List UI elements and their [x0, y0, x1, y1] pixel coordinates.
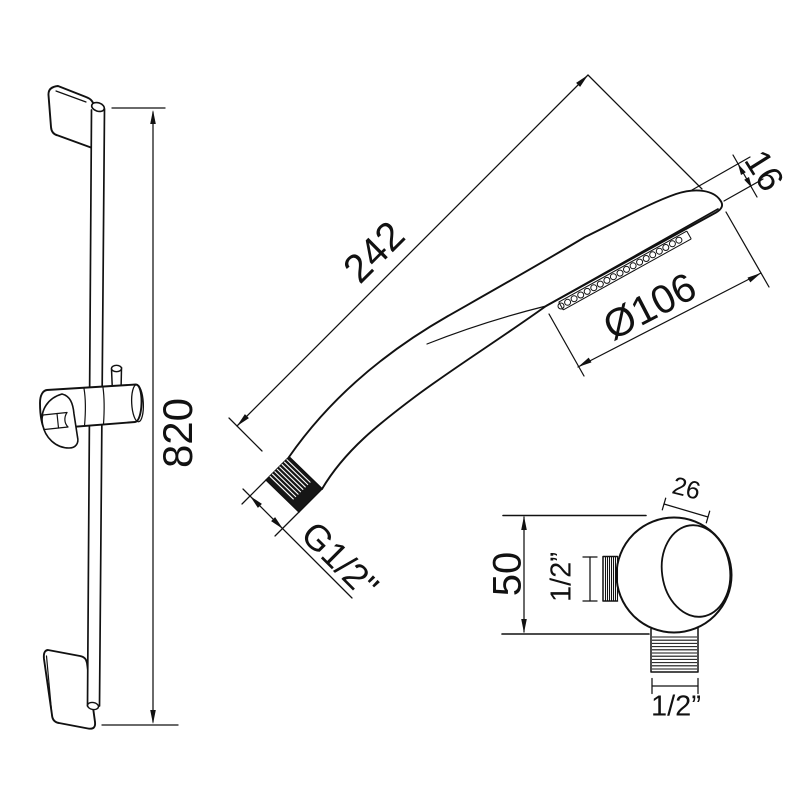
shower-length-label: 242: [335, 213, 413, 291]
rail-height-dimension: 820: [101, 107, 201, 726]
thread-label: G1/2": [294, 513, 387, 606]
hand-shower-face-line: [545, 208, 719, 307]
nozzle-dots: [557, 236, 683, 310]
elbow-height-label: 50: [486, 552, 530, 597]
slider-cup-slot-mouth: [41, 414, 46, 431]
elbow-height-dimension: 50: [486, 514, 650, 635]
elbow-bottom-thread-stub: [650, 627, 699, 673]
head-thickness-label: 16: [737, 143, 793, 199]
slider-cup-slot-back: [64, 411, 69, 428]
elbow-depth-label: 26: [669, 472, 703, 506]
thread-dimension: G1/2": [241, 479, 387, 606]
elbow-body: [615, 516, 733, 634]
rail-top-bracket-edge: [55, 90, 87, 103]
elbow-depth-dimension: 26: [661, 472, 711, 524]
elbow-side-thread-label: 1/2”: [546, 552, 578, 602]
elbow-side-thread-stub: [602, 555, 619, 602]
rail-height-label: 820: [154, 398, 201, 468]
slider-pin-cap: [110, 364, 123, 373]
slider-holder-cup: [41, 393, 79, 449]
hand-shower-body: [288, 189, 724, 490]
hand-shower-figure: 242 16 Ø106 G1/2": [228, 74, 793, 606]
shower-rail-figure: 820: [39, 85, 201, 730]
elbow-bottom-thread-label: 1/2”: [651, 691, 701, 723]
rail-bottom-bracket: [42, 649, 97, 730]
hand-shower-crease: [426, 305, 547, 345]
slider-cup-slot-top: [42, 411, 68, 416]
elbow-side-thread-dimension: 1/2”: [546, 552, 598, 602]
head-diameter-label: Ø106: [596, 265, 703, 349]
slider-seam-right: [102, 386, 105, 426]
wall-elbow-figure: 50 26 1/2” 1/2”: [486, 472, 733, 723]
slider-cup-notch: [56, 412, 60, 429]
nozzle-strip: [557, 230, 692, 311]
slider-cup-slot-bottom: [43, 426, 69, 431]
rail-bottom-bracket-edge: [45, 655, 53, 717]
rail-rod-bottom-cap: [86, 701, 100, 711]
rail-rod-top-cap: [90, 101, 106, 113]
slider-barrel-cap: [130, 383, 145, 423]
slider-seam-left: [83, 387, 86, 427]
elbow-bottom-thread-dimension: 1/2”: [651, 677, 701, 723]
elbow-front-face: [660, 524, 732, 618]
